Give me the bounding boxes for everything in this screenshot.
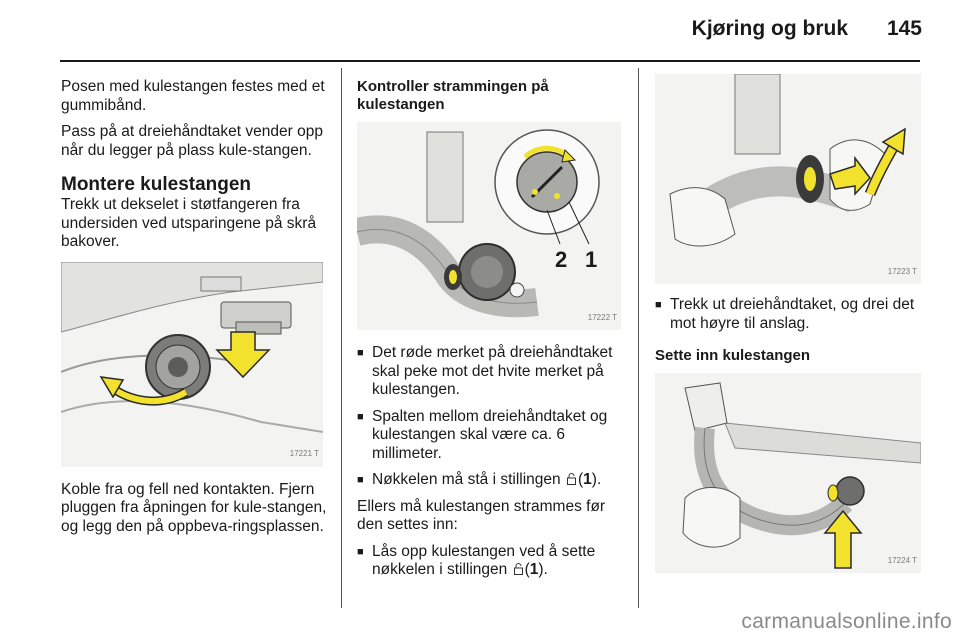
figure-turn-handle: 17223 T [655, 74, 921, 284]
callout-2: 2 [555, 247, 567, 272]
figure-tension-check: 2 1 17222 T [357, 122, 621, 330]
bumper-socket-illustration [61, 261, 323, 467]
figure-ref: 17221 T [289, 449, 319, 458]
bullet-mark: ■ [357, 545, 364, 558]
column-divider [341, 68, 342, 608]
column-2: Kontroller strammingen på kulestangen 2 … [357, 78, 625, 588]
figure-bumper-socket: 17221 T [61, 261, 323, 467]
list-item: ■ Trekk ut dreiehåndtaket, og drei det m… [655, 296, 925, 333]
heading-insert: Sette inn kulestangen [655, 347, 811, 364]
watermark: carmanualsonline.info [741, 610, 952, 633]
list-item: ■ Det røde merket på dreiehåndtaket skal… [357, 344, 625, 400]
paragraph-connector: Koble fra og fell ned kontakten. Fjern p… [61, 480, 327, 535]
figure-ref: 17223 T [887, 266, 917, 276]
bullet-text: Trekk ut dreiehåndtaket, og drei det mot… [670, 296, 915, 332]
bullet-text: Nøkkelen må stå i stillingen [372, 471, 561, 488]
column-3: 17223 T ■ Trekk ut dreiehåndtaket, og dr… [655, 74, 925, 573]
paragraph-cover: Trekk ut dekselet i støtfangeren fra und… [61, 196, 317, 250]
position-number: 1 [583, 471, 592, 488]
list-item: ■ Spalten mellom dreiehåndtaket og kules… [357, 408, 625, 464]
figure-insert-ball: 17224 T [655, 373, 921, 573]
unlock-icon [513, 563, 523, 575]
paragraph-handle: Pass på at dreiehåndtaket vender opp når… [61, 123, 323, 159]
bullet-mark: ■ [655, 299, 662, 311]
bullet-mark: ■ [357, 474, 364, 486]
paragraph-otherwise: Ellers må kulestangen strammes før den s… [357, 497, 606, 534]
page-number: 145 [886, 17, 922, 40]
column-divider [638, 68, 639, 608]
header-rule [60, 60, 920, 62]
bullet-mark: ■ [357, 410, 364, 423]
page-header: Kjøring og bruk 145 [0, 0, 960, 62]
list-item: ■ Lås opp kulestangen ved å sette nøkkel… [357, 542, 596, 579]
bullet-text: Lås opp kulestangen ved å sette nøkkelen… [372, 542, 596, 579]
unlock-icon [566, 473, 576, 485]
position-number: 1 [529, 561, 539, 578]
figure-ref: 17224 T [887, 555, 917, 565]
bullet-mark: ■ [357, 347, 364, 359]
callout-1: 1 [585, 247, 597, 272]
column-1: Posen med kulestangen festes med et gumm… [61, 78, 331, 544]
heading-check-tension: Kontroller strammingen på kulestangen [357, 78, 549, 113]
insert-ball-illustration [655, 373, 921, 573]
turn-handle-illustration [655, 74, 921, 284]
bullet-text: Det røde merket på dreiehåndtaket skal p… [372, 344, 613, 398]
heading-mount: Montere kulestangen [61, 174, 252, 195]
bullet-text: Spalten mellom dreiehåndtaket og kulesta… [372, 407, 608, 462]
tension-check-illustration: 2 1 [357, 122, 621, 330]
header-title: Kjøring og bruk [691, 17, 848, 40]
figure-ref: 17222 T [587, 312, 617, 322]
list-item: ■ Nøkkelen må stå i stillingen (1). [357, 471, 602, 488]
paragraph-strap: Posen med kulestangen festes med et gumm… [61, 78, 325, 114]
